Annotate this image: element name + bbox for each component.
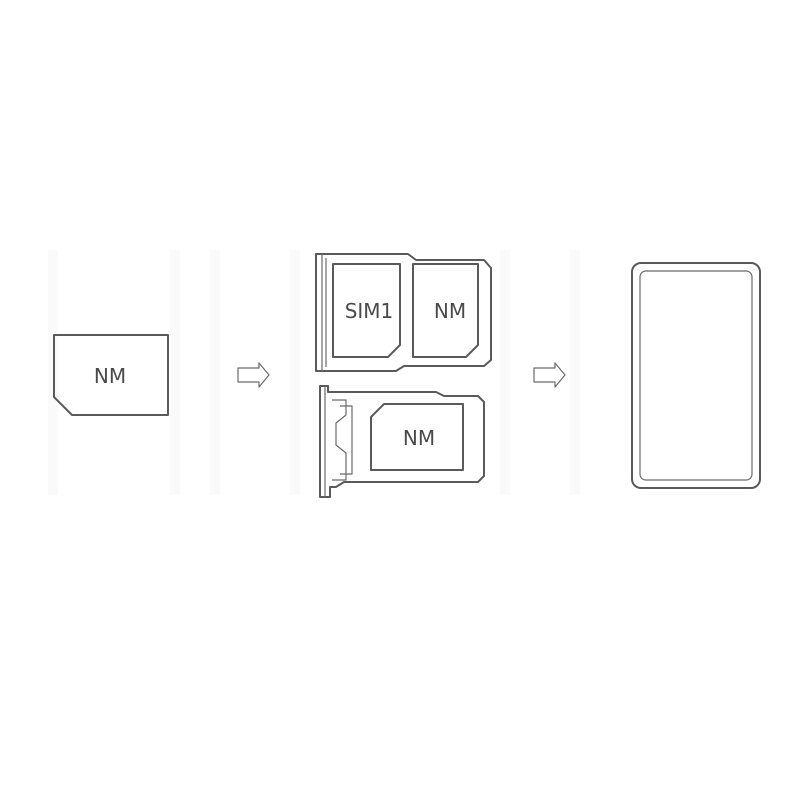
nm-slot-top: NM: [412, 263, 479, 358]
nm-slot-top-label: NM: [434, 299, 466, 323]
sim1-slot-label: SIM1: [345, 299, 394, 323]
nm-card: NM: [53, 334, 169, 416]
sim1-slot: SIM1: [332, 263, 401, 358]
phone-outline: [631, 262, 761, 489]
arrow-right-icon: [533, 362, 566, 388]
dual-slot-tray: SIM1 NM: [315, 253, 492, 372]
background-bands: [48, 250, 580, 495]
single-slot-tray: NM: [319, 385, 485, 498]
arrow-right-icon: [237, 362, 270, 388]
nm-slot-bottom-label: NM: [403, 426, 435, 450]
nm-card-label: NM: [94, 364, 126, 388]
nm-slot-bottom: NM: [370, 403, 464, 471]
